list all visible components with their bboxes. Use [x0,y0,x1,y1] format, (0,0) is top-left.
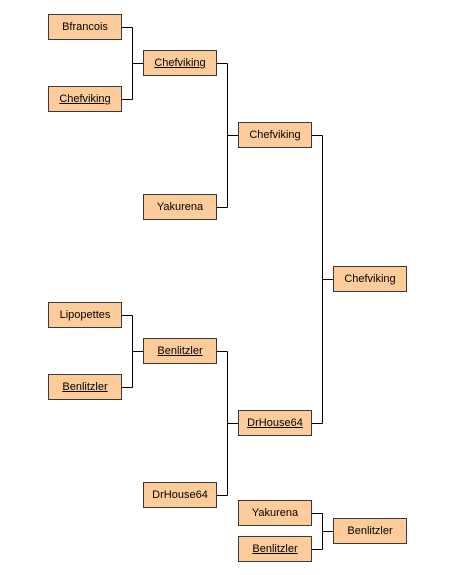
round2-player-drhouse64: DrHouse64 [143,482,217,508]
round1-player-lipopettes: Lipopettes [48,302,122,328]
round2-player-yakurena: Yakurena [143,194,217,220]
round1-player-benlitzler[interactable]: Benlitzler [48,374,122,400]
third-place-player-benlitzler[interactable]: Benlitzler [238,536,312,562]
third-place-player-yakurena: Yakurena [238,500,312,526]
round3-player-chefviking: Chefviking [238,122,312,148]
round1-player-chefviking[interactable]: Chefviking [48,86,122,112]
round3-player-drhouse64[interactable]: DrHouse64 [238,410,312,436]
round2-player-chefviking[interactable]: Chefviking [143,50,217,76]
third-place-winner-benlitzler: Benlitzler [333,518,407,544]
final-winner-chefviking: Chefviking [333,266,407,292]
round2-player-benlitzler[interactable]: Benlitzler [143,338,217,364]
round1-player-bfrancois: Bfrancois [48,14,122,40]
